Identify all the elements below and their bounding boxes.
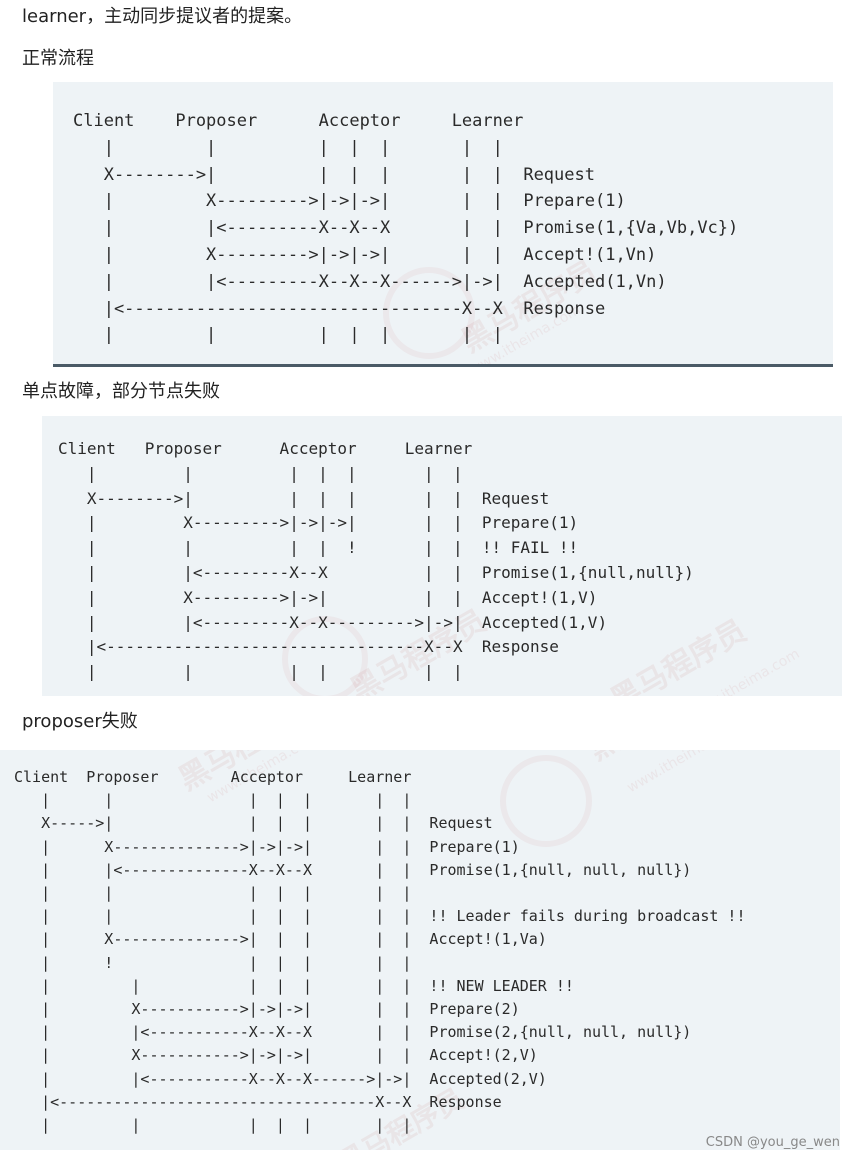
diagram-text-single-point-failure: Client Proposer Acceptor Learner | | | |… bbox=[58, 439, 694, 682]
section-heading-normal-flow: 正常流程 bbox=[22, 48, 94, 69]
watermark-url: www.itheima.com bbox=[686, 645, 803, 696]
diagram-proposer-failure: 黑马程序员 黑马程序员 www.itheima.com www.itheima.… bbox=[0, 750, 840, 1150]
diagram-text-normal-flow: Client Proposer Acceptor Learner | | | |… bbox=[73, 111, 739, 346]
diagram-normal-flow: 黑马程序员 www.itheima.com Client Proposer Ac… bbox=[53, 82, 833, 367]
diagram-single-point-failure: 黑马程序员 黑马程序员 www.itheima.com Client Propo… bbox=[42, 416, 842, 696]
section-heading-single-point-failure: 单点故障，部分节点失败 bbox=[22, 381, 220, 402]
section-heading-proposer-failure: proposer失败 bbox=[22, 711, 138, 732]
footer-credit: CSDN @you_ge_wen bbox=[705, 1135, 840, 1150]
diagram-text-proposer-failure: Client Proposer Acceptor Learner | | | |… bbox=[14, 768, 746, 1135]
intro-paragraph: learner，主动同步提议者的提案。 bbox=[22, 6, 303, 27]
